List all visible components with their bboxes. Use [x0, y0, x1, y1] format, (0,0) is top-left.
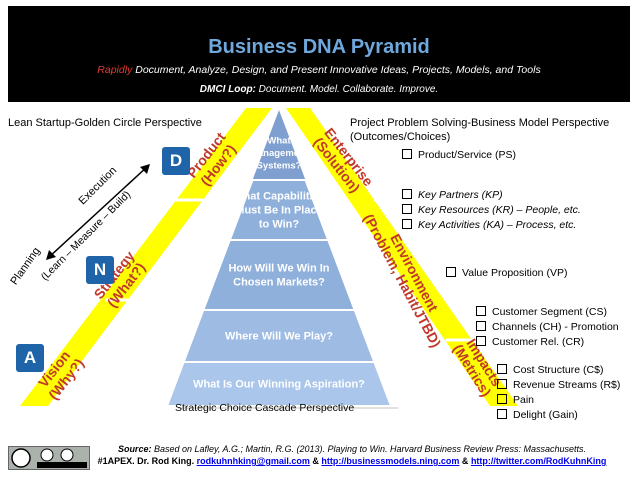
- right-perspective-sub: (Outcomes/Choices): [350, 131, 451, 143]
- subtitle: Rapidly Document, Analyze, Design, and P…: [8, 64, 630, 76]
- left-band: [20, 108, 272, 406]
- list-item: Product/Service (PS): [402, 148, 516, 163]
- list-ps: Product/Service (PS): [402, 148, 516, 163]
- list-item: Pain: [497, 393, 620, 408]
- planning-label: Planning: [8, 245, 42, 287]
- checkbox-icon: [402, 219, 412, 229]
- list-item-text: Pain: [513, 394, 535, 406]
- checkbox-icon: [497, 379, 507, 389]
- separator: &: [309, 456, 322, 466]
- list-item: Key Activities (KA) – Process, etc.: [402, 218, 581, 233]
- checkbox-icon: [497, 364, 507, 374]
- checkbox-icon: [446, 267, 456, 277]
- checkbox-icon: [402, 189, 412, 199]
- badge-a: A: [16, 344, 44, 372]
- arrow-head-icon: [46, 250, 56, 260]
- list-item-text: Customer Rel. (CR): [492, 336, 585, 348]
- subtitle-highlight: Rapidly: [97, 64, 133, 76]
- subtitle-text: Document, Analyze, Design, and Present I…: [132, 64, 541, 76]
- email-link[interactable]: rodkuhnhking@gmail.com: [196, 456, 310, 466]
- list-item-text: Key Activities (KA) – Process, etc.: [418, 219, 577, 231]
- cc-by-sa-icon: [9, 447, 89, 469]
- header-banner: Business DNA Pyramid Rapidly Document, A…: [8, 6, 630, 102]
- layer-label: What Capabilities: [233, 191, 325, 203]
- layer-label: What Is Our Winning Aspiration?: [193, 379, 365, 391]
- list-item: Revenue Streams (R$): [497, 378, 620, 393]
- twitter-link[interactable]: http://twitter.com/RodKuhnKing: [470, 456, 607, 466]
- layer-label: How Will We Win In: [228, 263, 329, 275]
- author: #1APEX. Dr. Rod King.: [97, 456, 197, 466]
- source-label: Source:: [117, 444, 152, 454]
- pyramid-layer: [252, 110, 306, 180]
- dmci-label: DMCI Loop:: [199, 84, 256, 95]
- site-link[interactable]: http://businessmodels.ning.com: [321, 456, 460, 466]
- list-item-text: Cost Structure (C$): [513, 364, 604, 376]
- arrow-head-icon: [140, 164, 150, 174]
- pyramid-layer: [165, 361, 393, 407]
- creative-commons-logo: [8, 446, 90, 470]
- layer-label: Where Will We Play?: [225, 331, 333, 343]
- checkbox-icon: [476, 336, 486, 346]
- list-item: Value Proposition (VP): [446, 266, 567, 281]
- list-item-text: Customer Segment (CS): [492, 306, 607, 318]
- list-item-text: Revenue Streams (R$): [513, 379, 621, 391]
- list-item: Cost Structure (C$): [497, 363, 620, 378]
- page-title: Business DNA Pyramid: [208, 36, 430, 58]
- right-band: [286, 108, 518, 406]
- separator: &: [459, 456, 471, 466]
- list-item-text: Key Resources (KR) – People, etc.: [418, 204, 581, 216]
- checkbox-icon: [476, 306, 486, 316]
- right-perspective: Project Problem Solving-Business Model P…: [350, 117, 610, 129]
- list-item-text: Delight (Gain): [513, 409, 578, 421]
- badge-d: D: [162, 147, 190, 175]
- layer-label: Systems?: [257, 161, 302, 172]
- list-item: Key Resources (KR) – People, etc.: [402, 203, 581, 218]
- layer-label: What: [267, 136, 291, 147]
- dmci-text: Document. Model. Collaborate. Improve.: [255, 84, 439, 95]
- layer-label: Must Be In Place: [235, 205, 322, 217]
- list-cost: Cost Structure (C$) Revenue Streams (R$) P…: [497, 363, 620, 423]
- checkbox-icon: [402, 149, 412, 159]
- checkbox-icon: [497, 409, 507, 419]
- list-item: Delight (Gain): [497, 408, 620, 423]
- list-item: Channels (CH) - Promotion: [476, 320, 619, 335]
- planning-arrow: [47, 165, 149, 259]
- checkbox-icon: [476, 321, 486, 331]
- list-key: Key Partners (KP) Key Resources (KR) – Pe…: [402, 188, 581, 233]
- bottom-caption: Strategic Choice Cascade Perspective: [175, 402, 355, 414]
- list-item: Customer Rel. (CR): [476, 335, 619, 350]
- badge-n: N: [86, 256, 114, 284]
- list-item: Customer Segment (CS): [476, 305, 619, 320]
- layer-label: Chosen Markets?: [233, 277, 325, 289]
- list-item: Key Partners (KP): [402, 188, 581, 203]
- list-vp: Value Proposition (VP): [446, 266, 567, 281]
- left-perspective: Lean Startup-Golden Circle Perspective: [8, 117, 202, 129]
- list-item-text: Product/Service (PS): [418, 149, 517, 161]
- footer: Source: Based on Lafley, A.G.; Martin, R…: [92, 443, 612, 467]
- list-item-text: Value Proposition (VP): [462, 267, 568, 279]
- list-customer: Customer Segment (CS) Channels (CH) - Pro…: [476, 305, 619, 350]
- dmci-loop: DMCI Loop: Document. Model. Collaborate.…: [8, 84, 630, 95]
- layer-label: to Win?: [259, 219, 299, 231]
- list-item-text: Channels (CH) - Promotion: [492, 321, 619, 333]
- layer-label: Management: [250, 148, 309, 159]
- source-text: Based on Lafley, A.G.; Martin, R.G. (201…: [151, 444, 587, 454]
- checkbox-icon: [497, 394, 507, 404]
- checkbox-icon: [402, 204, 412, 214]
- list-item-text: Key Partners (KP): [418, 189, 503, 201]
- pyramid-layer: [201, 239, 357, 311]
